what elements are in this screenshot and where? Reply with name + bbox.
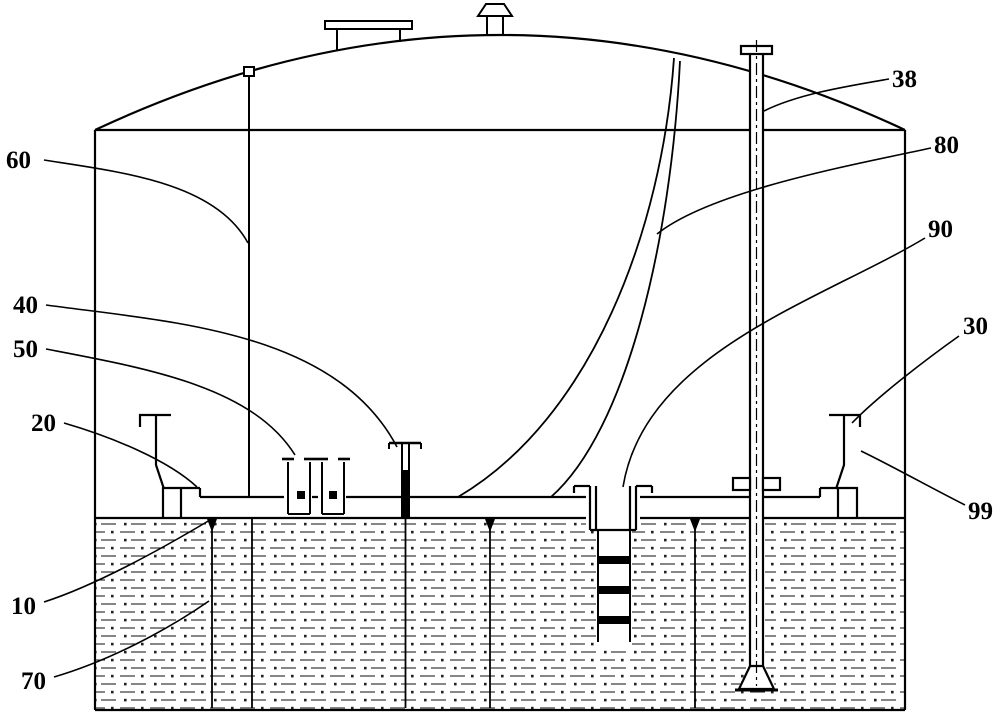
reference-labels: 60 40 50 20 10 70 38 80 90 30 99: [6, 66, 993, 695]
ref-label-60: 60: [6, 147, 31, 174]
ref-label-50: 50: [13, 336, 38, 363]
ref-label-20: 20: [31, 410, 56, 437]
ref-label-99: 99: [968, 498, 993, 525]
leader-38: [763, 78, 890, 112]
leader-30: [851, 335, 960, 424]
deck-cups: [282, 457, 350, 515]
ref-label-80: 80: [934, 132, 959, 159]
deck-edge-right: [818, 486, 859, 518]
swing-cables: [457, 57, 681, 498]
leader-60: [43, 159, 249, 244]
ref-label-38: 38: [892, 66, 917, 93]
rim-hanger-left: [138, 413, 171, 490]
tank-shell: [93, 33, 907, 712]
roof-vent: [476, 3, 514, 36]
leader-40: [45, 304, 398, 448]
support-legs: [207, 519, 700, 708]
deck-edge-left: [161, 486, 202, 518]
ref-label-70: 70: [21, 668, 46, 695]
dome-roof: [94, 33, 906, 131]
leader-50: [45, 348, 296, 456]
guide-pipe: [731, 40, 782, 692]
leader-99: [860, 450, 966, 506]
leader-lines: [43, 78, 966, 678]
center-well: [572, 484, 654, 532]
pipe-deck-collar-right: [761, 476, 782, 492]
leader-90: [622, 237, 926, 488]
ref-label-90: 90: [928, 216, 953, 243]
rim-hanger-right: [829, 413, 862, 490]
gauge-pole: [243, 66, 255, 497]
deck-rod: [388, 441, 422, 708]
liquid-hatch: [96, 519, 904, 709]
leader-70: [53, 600, 210, 678]
leader-80: [656, 147, 932, 235]
leader-10: [43, 519, 211, 603]
leader-20: [63, 422, 198, 488]
roof-manhole: [324, 20, 413, 50]
ref-label-10: 10: [11, 593, 36, 620]
pipe-deck-collar-left: [731, 476, 752, 492]
ref-label-30: 30: [963, 313, 988, 340]
ref-label-40: 40: [13, 292, 38, 319]
ladder: [597, 530, 631, 642]
